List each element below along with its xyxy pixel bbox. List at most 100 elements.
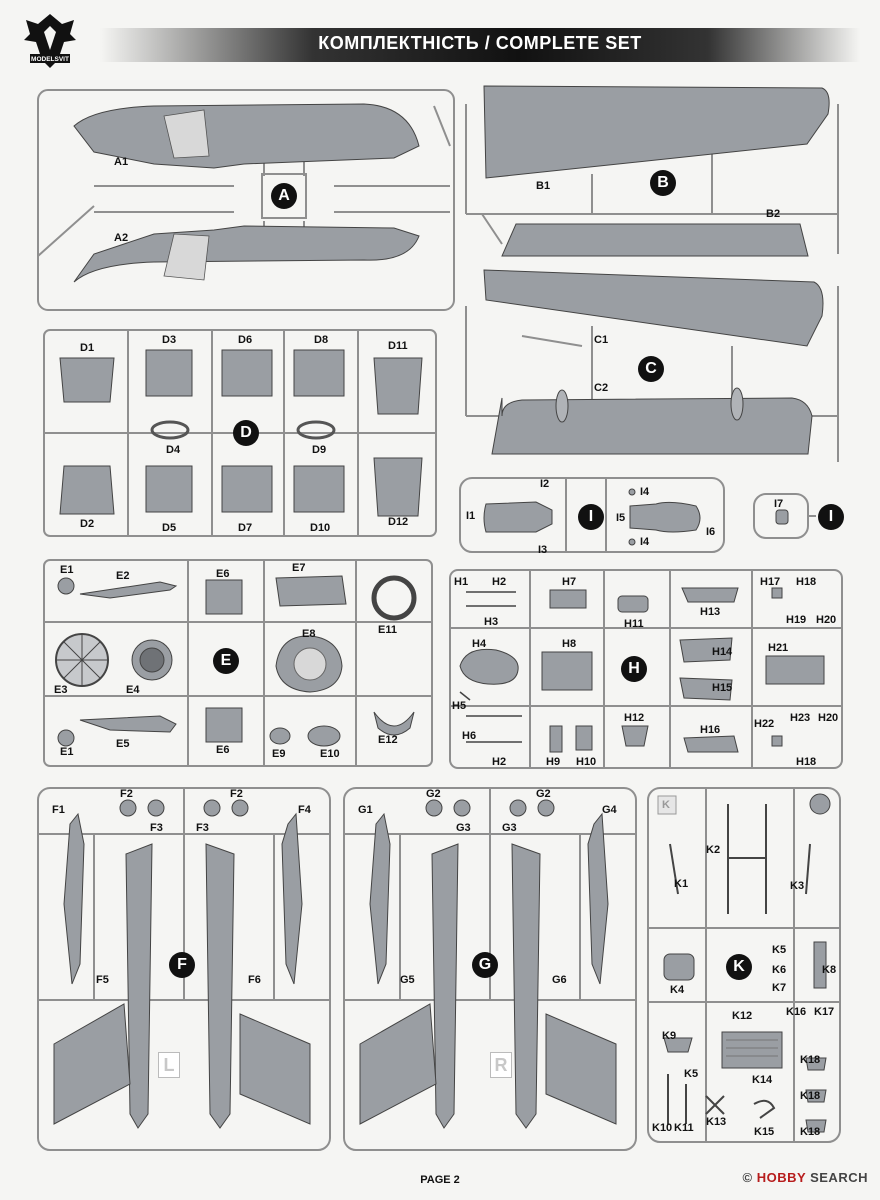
- watermark-brand: HOBBY: [756, 1170, 806, 1185]
- part-label-h7: H7: [562, 576, 577, 588]
- part-label-g2-right: G2: [536, 788, 551, 800]
- part-label-g3-left: G3: [456, 822, 471, 834]
- part-label-i7: I7: [774, 498, 784, 510]
- part-label-h12: H12: [624, 712, 645, 724]
- part-label-k3: K3: [790, 880, 805, 892]
- part-label-i6: I6: [706, 526, 716, 538]
- part-label-h15: H15: [712, 682, 733, 694]
- part-label-h20-top: H20: [816, 614, 837, 626]
- part-label-i4-bottom: I4: [640, 536, 650, 548]
- part-label-e8: E8: [302, 628, 316, 640]
- sprue-badge-f: F: [169, 952, 195, 978]
- part-label-k5: K5: [772, 944, 787, 956]
- side-mark-right: R: [490, 1052, 512, 1078]
- sprue-i: I1 I2 I3 I4 I4 I5 I6 I: [456, 474, 728, 556]
- part-label-g1: G1: [358, 804, 373, 816]
- sprue-g: G1 G2 G2 G3 G3 G4 G5 G6 G R: [340, 784, 640, 1154]
- part-label-d11: D11: [388, 340, 408, 352]
- part-label-e9: E9: [272, 748, 286, 760]
- part-label-k13: K13: [706, 1116, 727, 1128]
- part-label-e2: E2: [116, 570, 130, 582]
- part-label-d7: D7: [238, 522, 253, 534]
- part-label-k7: K7: [772, 982, 787, 994]
- watermark: © HOBBY SEARCH: [743, 1170, 868, 1185]
- part-label-e7: E7: [292, 562, 306, 574]
- part-label-g4: G4: [602, 804, 617, 816]
- part-label-f2-right: F2: [230, 788, 243, 800]
- header: MODELSVIT КОМПЛЕКТНІСТЬ / COMPLETE SET: [0, 0, 880, 80]
- part-label-e1-bottom: E1: [60, 746, 74, 758]
- part-label-b1: B1: [536, 180, 551, 192]
- part-label-k5-b: K5: [684, 1068, 699, 1080]
- part-label-k18-b: K18: [800, 1090, 821, 1102]
- part-label-k9: K9: [662, 1030, 677, 1042]
- part-label-k10: K10: [652, 1122, 673, 1134]
- part-label-i3: I3: [538, 544, 548, 556]
- sprue-f: F1 F2 F2 F3 F3 F4 F5 F6 F L: [34, 784, 334, 1154]
- part-label-k6: K6: [772, 964, 787, 976]
- watermark-copyright: ©: [742, 1170, 753, 1185]
- part-label-e3: E3: [54, 684, 68, 696]
- part-label-c1: C1: [594, 334, 609, 346]
- sprue-badge-b: B: [650, 170, 676, 196]
- part-label-k4: K4: [670, 984, 685, 996]
- sprue-b-drawing: [465, 85, 839, 257]
- sprue-c-drawing: [465, 269, 839, 462]
- sprue-k-drawing: [647, 787, 841, 1143]
- part-label-e6-top: E6: [216, 568, 230, 580]
- side-mark-left: L: [158, 1052, 180, 1078]
- part-label-h21: H21: [768, 642, 789, 654]
- part-label-e4: E4: [126, 684, 140, 696]
- sprue-e: E1 E2 E3 E4 E5 E1 E6 E6 E7 E8 E9 E10 E11…: [40, 556, 436, 770]
- sprue-i7: I7 I: [750, 490, 850, 542]
- part-label-g6: G6: [552, 974, 567, 986]
- part-label-k12: K12: [732, 1010, 753, 1022]
- sprue-g-drawing: [343, 787, 637, 1151]
- part-label-k17: K17: [814, 1006, 835, 1018]
- part-label-g2-left: G2: [426, 788, 441, 800]
- sprue-f-drawing: [37, 787, 331, 1151]
- part-label-h2-bottom: H2: [492, 756, 507, 768]
- part-label-k18-a: K18: [800, 1054, 821, 1066]
- part-label-h22: H22: [754, 718, 775, 730]
- page-number: PAGE 2: [420, 1174, 460, 1186]
- part-label-f2-left: F2: [120, 788, 133, 800]
- part-label-i5: I5: [616, 512, 626, 524]
- part-label-f3-left: F3: [150, 822, 163, 834]
- part-label-c2: C2: [594, 382, 609, 394]
- title-bar: КОМПЛЕКТНІСТЬ / COMPLETE SET: [100, 28, 860, 62]
- footer: PAGE 2 © HOBBY SEARCH: [0, 1166, 880, 1200]
- part-label-d6: D6: [238, 334, 253, 346]
- part-label-f6: F6: [248, 974, 261, 986]
- modelsvit-logo: MODELSVIT: [18, 10, 82, 74]
- part-label-h18-bottom: H18: [796, 756, 817, 768]
- part-label-h20-bottom: H20: [818, 712, 839, 724]
- part-label-h19: H19: [786, 614, 807, 626]
- part-label-b2: B2: [766, 208, 781, 220]
- part-label-e11: E11: [378, 624, 397, 636]
- part-label-i4-top: I4: [640, 486, 650, 498]
- part-label-d1: D1: [80, 342, 95, 354]
- part-label-e6-bottom: E6: [216, 744, 230, 756]
- part-label-h13: H13: [700, 606, 721, 618]
- part-label-e10: E10: [320, 748, 340, 760]
- part-label-h10: H10: [576, 756, 597, 768]
- part-label-h1: H1: [454, 576, 469, 588]
- part-label-i2: I2: [540, 478, 550, 490]
- part-label-h3: H3: [484, 616, 499, 628]
- part-label-h23: H23: [790, 712, 811, 724]
- part-label-k2: K2: [706, 844, 721, 856]
- sprue-a-drawing: [37, 89, 455, 311]
- part-label-h14: H14: [712, 646, 733, 658]
- part-label-h16: H16: [700, 724, 721, 736]
- sprue-badge-g: G: [472, 952, 498, 978]
- part-label-k1: K1: [674, 878, 689, 890]
- sprue-i-drawing: [459, 477, 725, 553]
- part-label-h9: H9: [546, 756, 561, 768]
- page-title: КОМПЛЕКТНІСТЬ / COMPLETE SET: [318, 33, 642, 53]
- sprue-badge-a: A: [271, 183, 297, 209]
- part-label-e5: E5: [116, 738, 130, 750]
- sprue-e-drawing: [43, 559, 433, 767]
- part-label-d3: D3: [162, 334, 177, 346]
- part-label-e1-top: E1: [60, 564, 74, 576]
